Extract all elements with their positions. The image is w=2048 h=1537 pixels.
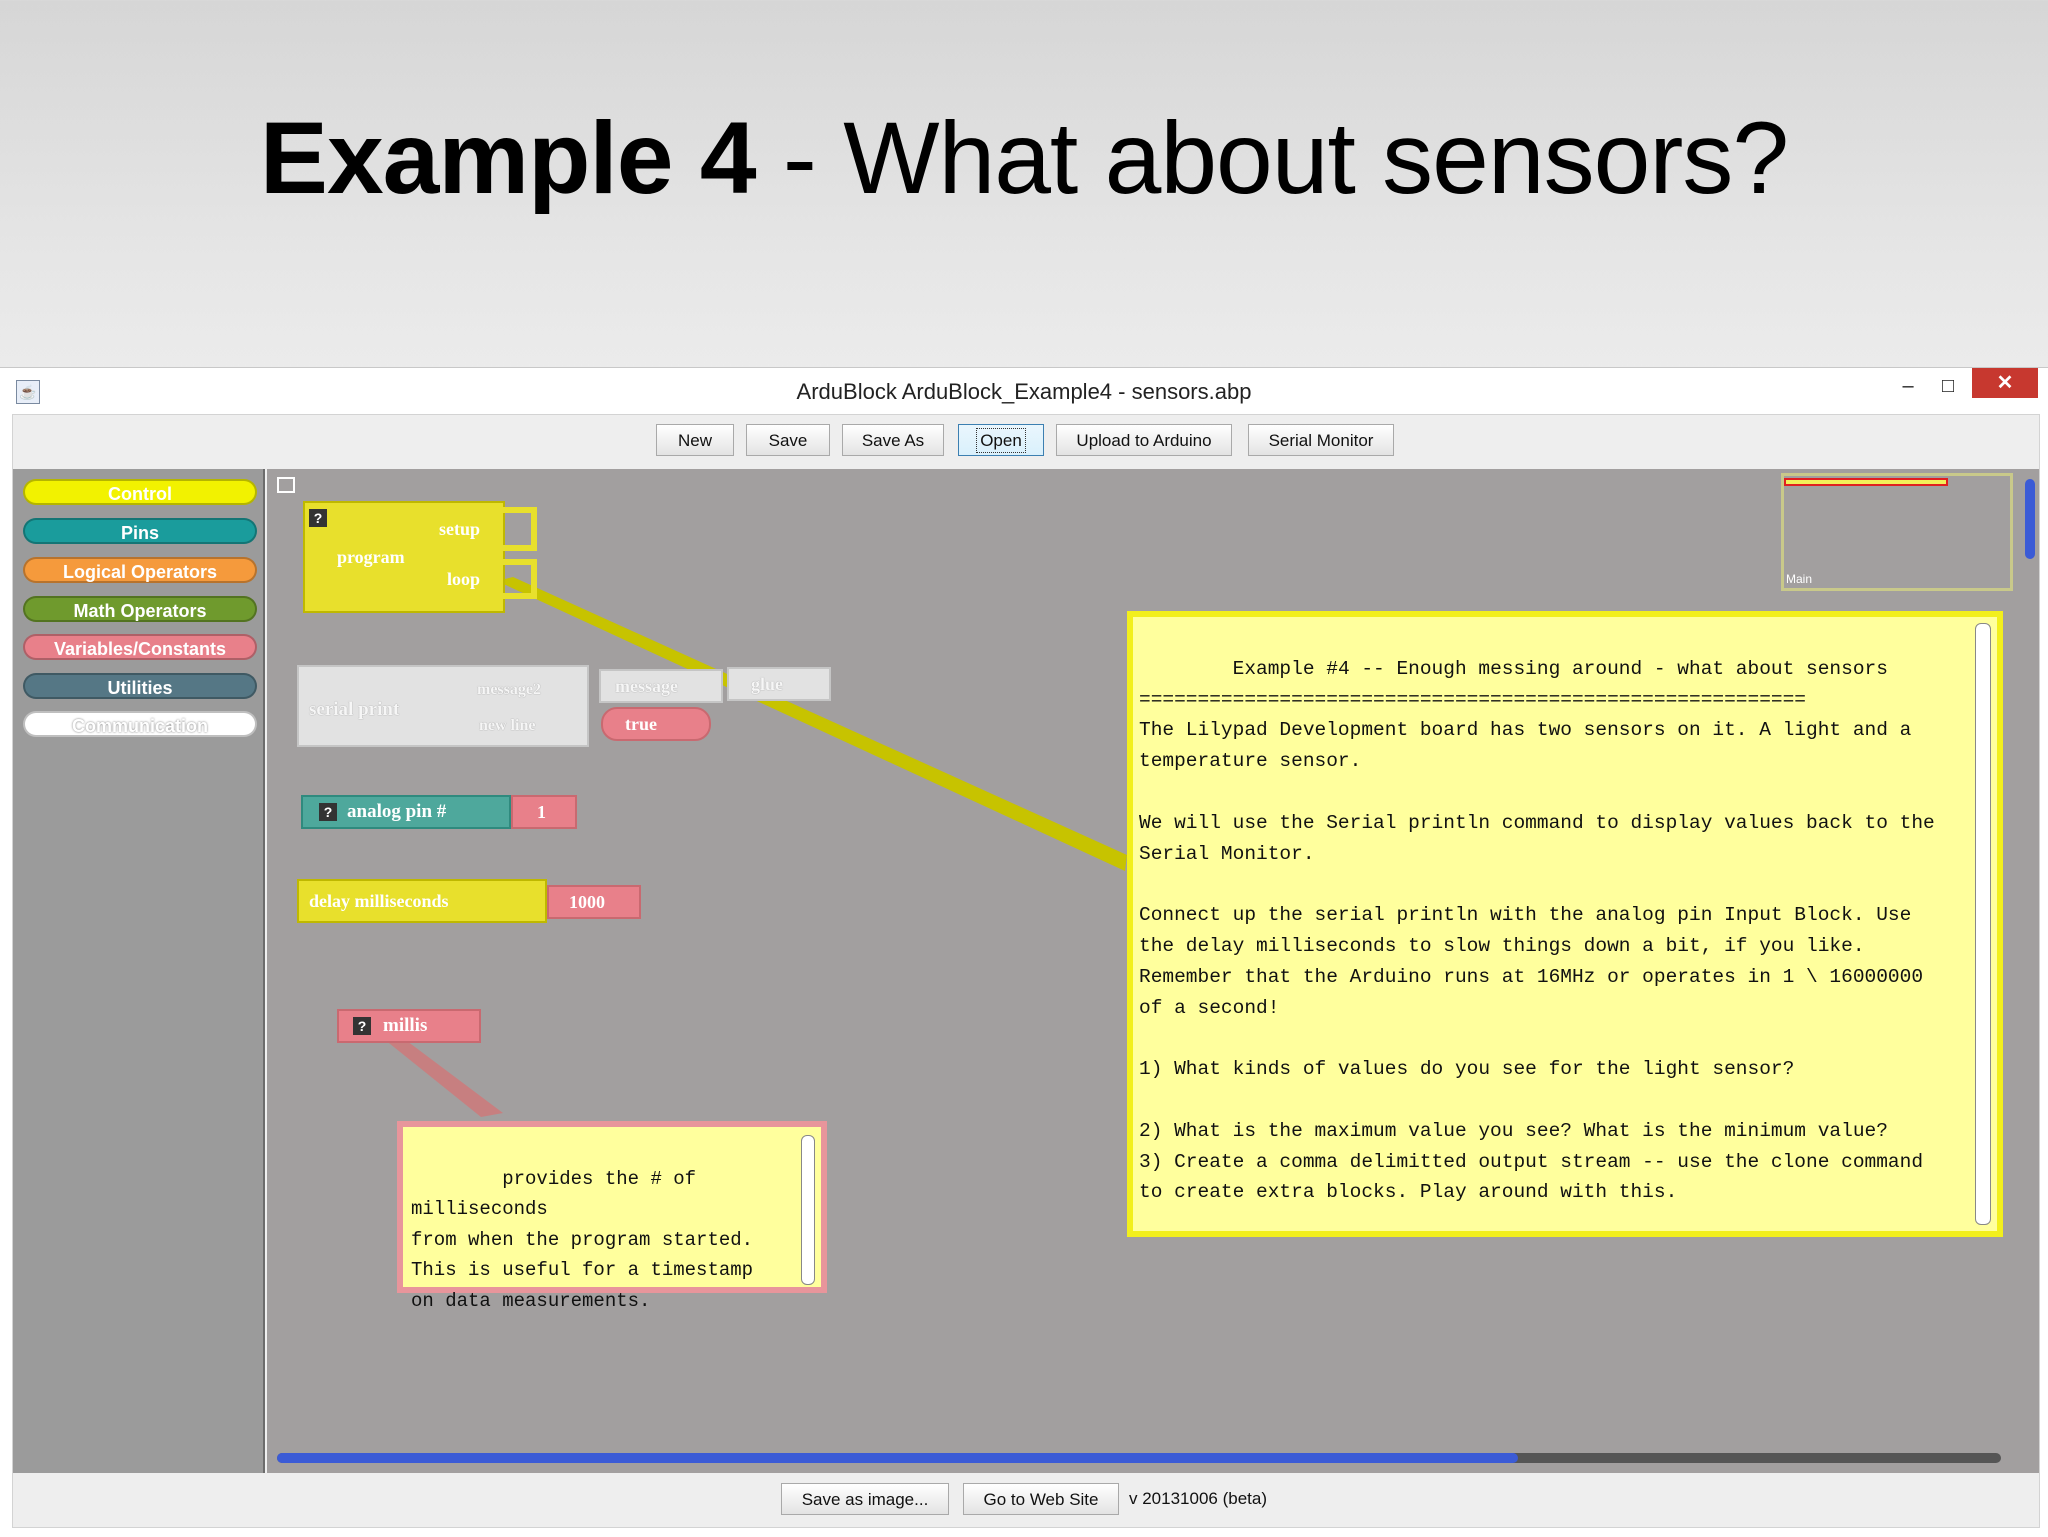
category-utilities[interactable]: Utilities	[23, 673, 257, 699]
millis-comment-connector	[379, 1029, 503, 1117]
true-block[interactable]: true	[601, 707, 711, 741]
category-variables-constants[interactable]: Variables/Constants	[23, 634, 257, 660]
collapse-toggle-icon[interactable]	[277, 477, 295, 493]
category-math-operators[interactable]: Math Operators	[23, 596, 257, 622]
minimap-label: Main	[1786, 572, 1813, 586]
serial-monitor-button[interactable]: Serial Monitor	[1248, 424, 1394, 456]
help-icon[interactable]: ?	[309, 509, 327, 527]
pin-number-block[interactable]: 1	[511, 795, 577, 829]
delay-value-block[interactable]: 1000	[547, 885, 641, 919]
horizontal-scrollbar[interactable]	[277, 1453, 2001, 1463]
serial-print-label: serial print	[309, 699, 400, 720]
new-button[interactable]: New	[656, 424, 734, 456]
toolbar: New Save Save As Open Upload to Arduino …	[13, 415, 2039, 469]
minimize-button[interactable]: –	[1902, 375, 1914, 397]
go-to-web-site-button[interactable]: Go to Web Site	[963, 1483, 1119, 1515]
main-comment-text: Example #4 -- Enough messing around - wh…	[1139, 657, 1935, 1204]
message-block[interactable]: message	[599, 669, 723, 703]
millis-label: millis	[383, 1015, 428, 1036]
setup-socket[interactable]	[501, 507, 537, 551]
main-comment-scrollbar[interactable]	[1975, 623, 1991, 1225]
open-button-label: Open	[976, 428, 1026, 453]
comment-connectors	[379, 577, 1127, 1117]
vertical-scrollbar[interactable]	[2025, 479, 2035, 1439]
minimap-viewport[interactable]	[1784, 478, 1948, 486]
vertical-scroll-thumb[interactable]	[2025, 479, 2035, 559]
glue-block[interactable]: glue	[727, 667, 831, 701]
serial-print-block[interactable]: serial print message2 new line	[297, 665, 589, 747]
app-frame: New Save Save As Open Upload to Arduino …	[12, 414, 2040, 1528]
main-comment[interactable]: Example #4 -- Enough messing around - wh…	[1127, 611, 2003, 1237]
workspace-canvas[interactable]: ? program setup loop serial print messag…	[267, 469, 2039, 1473]
loop-socket[interactable]	[501, 559, 537, 599]
analog-pin-block[interactable]: ? analog pin #	[301, 795, 511, 829]
save-as-button[interactable]: Save As	[842, 424, 944, 456]
message2-label: message2	[477, 681, 541, 698]
loop-label: loop	[447, 569, 481, 589]
analog-pin-label: analog pin #	[347, 801, 447, 822]
program-block[interactable]: ? program setup loop	[303, 501, 537, 613]
close-button[interactable]: ✕	[1972, 368, 2038, 398]
delay-block[interactable]: delay milliseconds	[297, 879, 547, 923]
category-communication[interactable]: Communication	[23, 711, 257, 737]
title-bar: ☕ ArduBlock ArduBlock_Example4 - sensors…	[0, 368, 2048, 414]
millis-comment[interactable]: provides the # of milliseconds from when…	[397, 1121, 827, 1312]
upload-to-arduino-button[interactable]: Upload to Arduino	[1056, 424, 1232, 456]
program-comment-connector	[497, 577, 1127, 871]
open-button[interactable]: Open	[958, 424, 1044, 456]
program-label: program	[337, 547, 405, 567]
millis-block[interactable]: ? millis	[337, 1009, 481, 1043]
maximize-button[interactable]: □	[1941, 375, 1955, 397]
version-label: v 20131006 (beta)	[1129, 1489, 1267, 1508]
slide-title-rest: - What about sensors?	[755, 101, 1789, 215]
save-button[interactable]: Save	[746, 424, 830, 456]
help-icon[interactable]: ?	[353, 1017, 371, 1035]
millis-comment-text: provides the # of milliseconds from when…	[411, 1167, 754, 1312]
slide-title: Example 4 - What about sensors?	[0, 100, 2048, 217]
category-control[interactable]: Control	[23, 479, 257, 505]
horizontal-scroll-thumb[interactable]	[277, 1453, 1519, 1463]
minimap[interactable]: Main	[1781, 473, 2013, 591]
block-palette: Control Pins Logical Operators Math Oper…	[13, 469, 265, 1473]
category-pins[interactable]: Pins	[23, 518, 257, 544]
window-title: ArduBlock ArduBlock_Example4 - sensors.a…	[796, 379, 1252, 404]
millis-comment-scrollbar[interactable]	[801, 1135, 815, 1285]
new-line-label: new line	[479, 717, 536, 734]
status-bar: Save as image... Go to Web Site v 201310…	[13, 1473, 2039, 1527]
category-logical-operators[interactable]: Logical Operators	[23, 557, 257, 583]
ardublock-window: ☕ ArduBlock ArduBlock_Example4 - sensors…	[0, 367, 2048, 1537]
save-as-image-button[interactable]: Save as image...	[781, 1483, 949, 1515]
setup-label: setup	[439, 519, 481, 539]
slide-title-bold: Example 4	[259, 101, 757, 215]
help-icon[interactable]: ?	[319, 803, 337, 821]
java-app-icon[interactable]: ☕	[16, 380, 40, 404]
